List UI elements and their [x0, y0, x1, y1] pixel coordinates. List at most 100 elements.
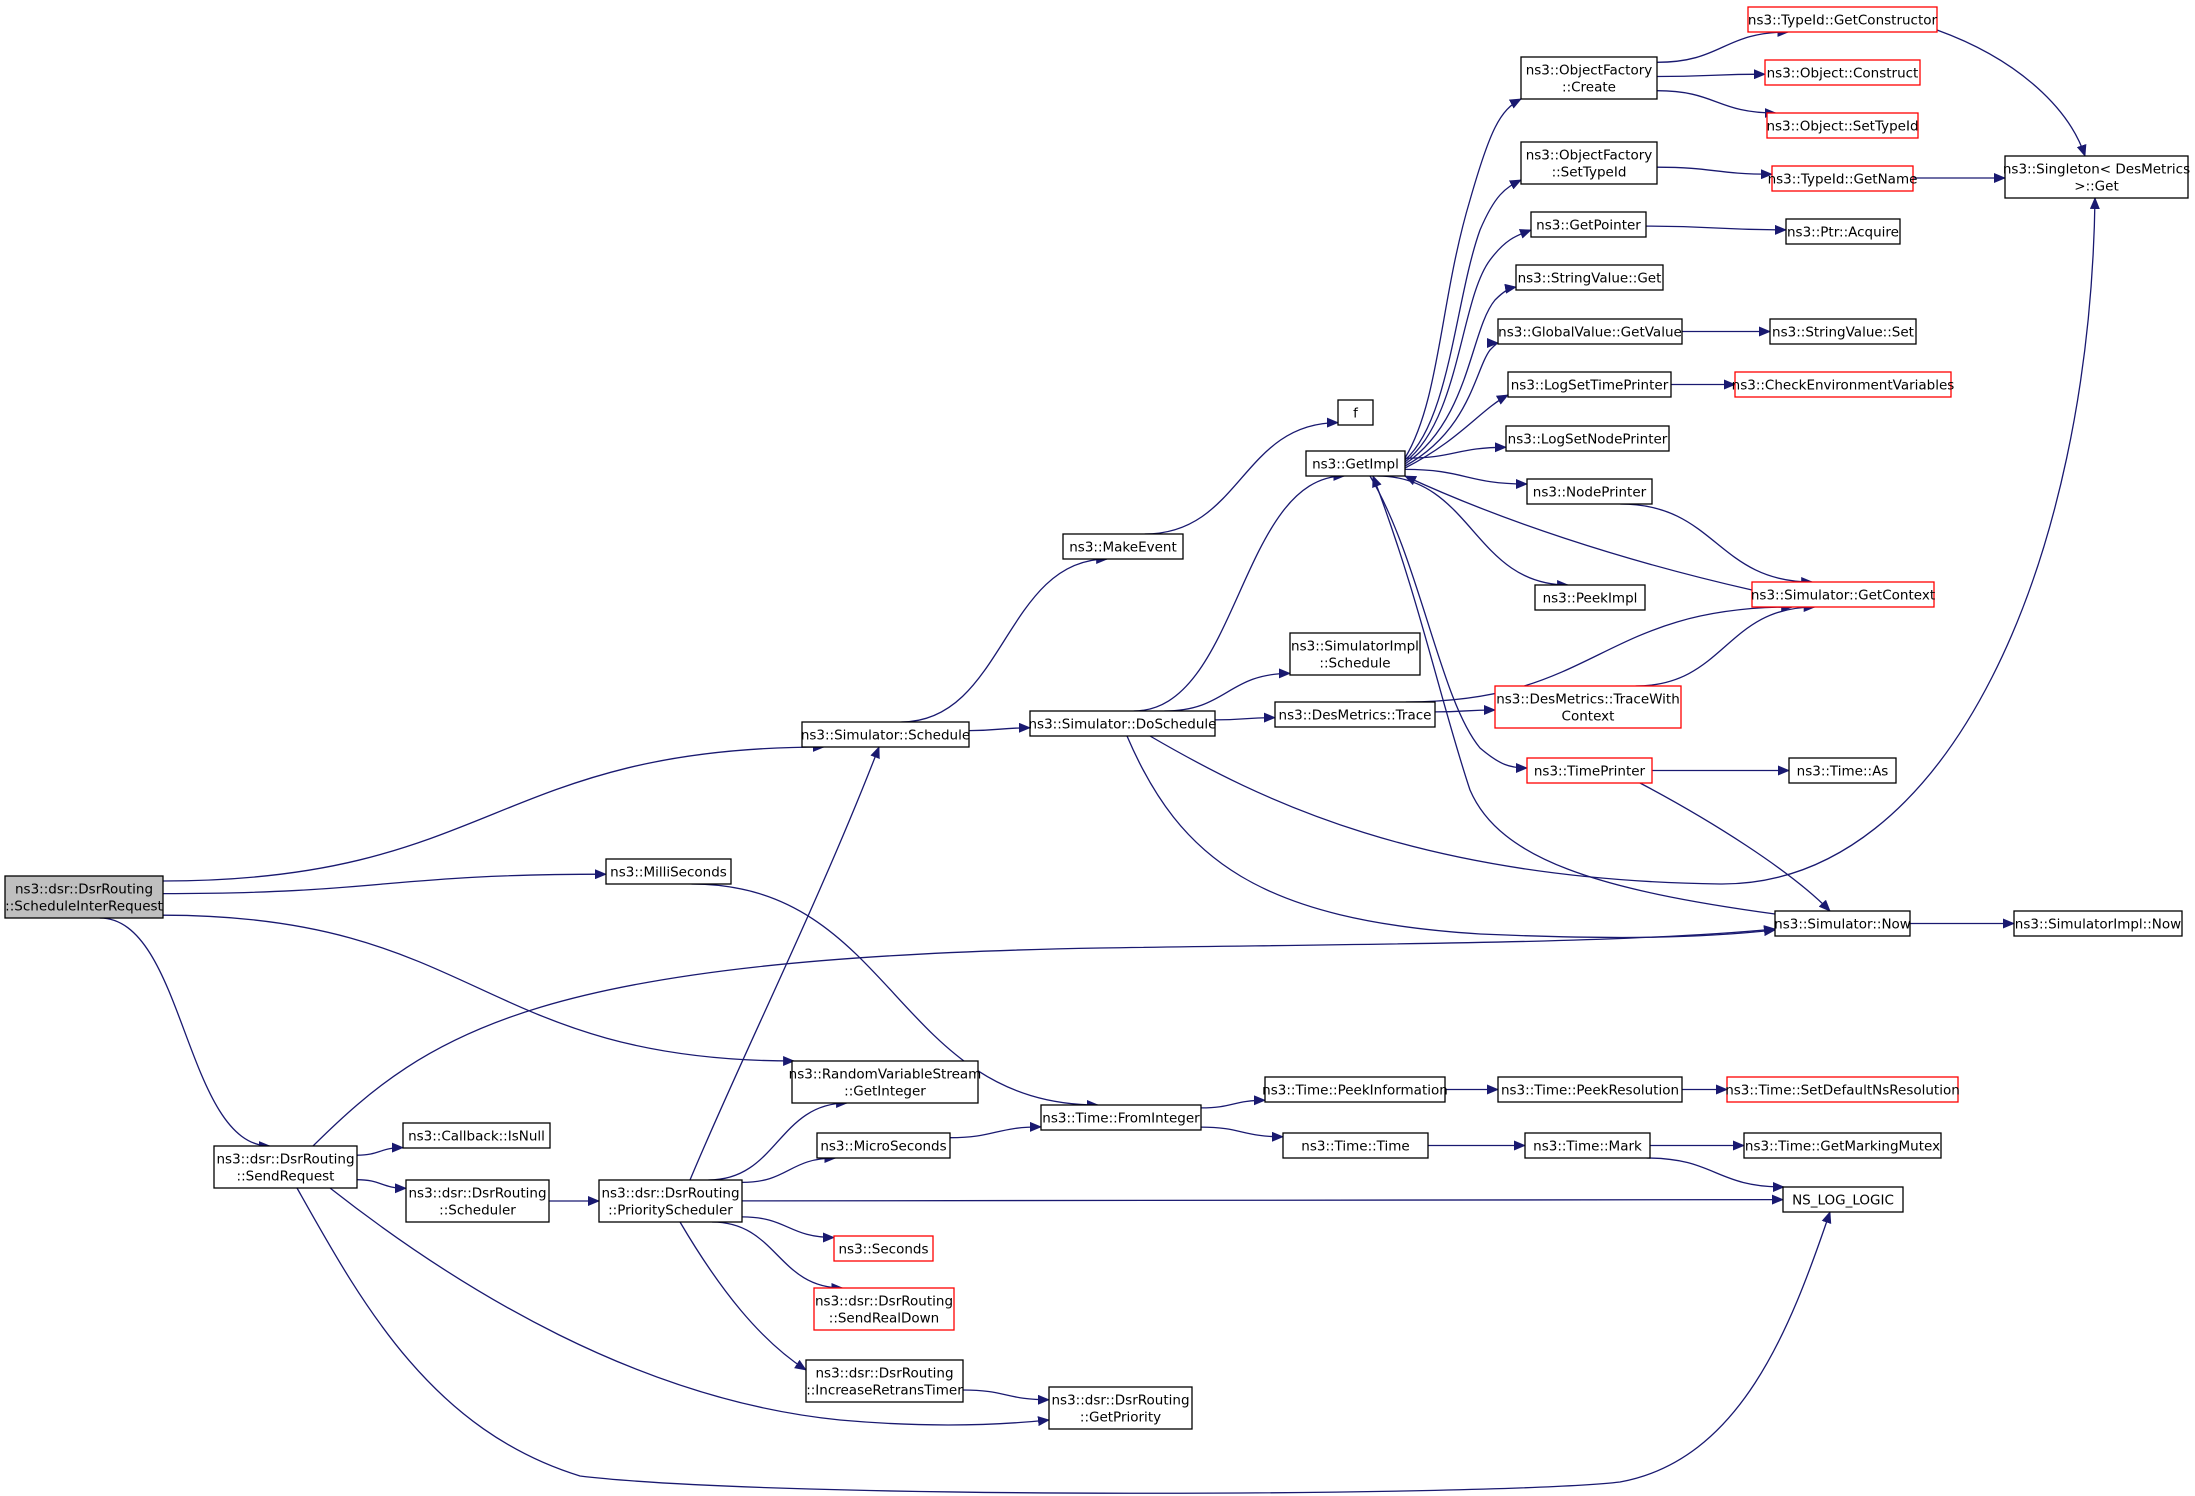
node-box[interactable] — [1282, 1132, 1429, 1159]
node-box[interactable] — [1726, 1076, 1959, 1103]
node-box[interactable] — [1734, 371, 1952, 398]
node-box[interactable] — [1305, 450, 1406, 477]
node-box[interactable] — [1494, 685, 1682, 729]
node-global-value-get-value[interactable]: ns3::GlobalValue::GetValue — [1497, 318, 1683, 345]
node-box[interactable] — [2004, 155, 2189, 199]
node-send-real-down[interactable]: ns3::dsr::DsrRouting::SendRealDown — [813, 1287, 955, 1331]
node-f[interactable]: f — [1337, 399, 1374, 426]
node-priority-scheduler[interactable]: ns3::dsr::DsrRouting::PriorityScheduler — [598, 1179, 743, 1223]
node-seconds[interactable]: ns3::Seconds — [833, 1235, 934, 1262]
node-time-get-marking-mutex[interactable]: ns3::Time::GetMarkingMutex — [1743, 1132, 1942, 1159]
node-get-impl[interactable]: ns3::GetImpl — [1305, 450, 1406, 477]
node-box[interactable] — [1526, 478, 1653, 505]
node-box[interactable] — [1785, 218, 1901, 245]
node-time-from-integer[interactable]: ns3::Time::FromInteger — [1040, 1104, 1202, 1131]
node-simulator-impl-now[interactable]: ns3::SimulatorImpl::Now — [2013, 910, 2183, 937]
node-log-set-node-printer[interactable]: ns3::LogSetNodePrinter — [1505, 425, 1670, 452]
node-box[interactable] — [405, 1179, 550, 1223]
node-ptr-acquire[interactable]: ns3::Ptr::Acquire — [1785, 218, 1901, 245]
node-log-set-time-printer[interactable]: ns3::LogSetTimePrinter — [1507, 371, 1672, 398]
node-object-factory-create[interactable]: ns3::ObjectFactory::Create — [1520, 56, 1658, 100]
node-box[interactable] — [1520, 56, 1658, 100]
node-des-metrics-trace[interactable]: ns3::DesMetrics::Trace — [1274, 701, 1436, 728]
node-peek-impl[interactable]: ns3::PeekImpl — [1534, 584, 1646, 611]
node-box[interactable] — [791, 1060, 979, 1104]
node-box[interactable] — [1769, 318, 1917, 345]
node-simulator-schedule[interactable]: ns3::Simulator::Schedule — [801, 721, 970, 748]
node-increase-retrans-timer[interactable]: ns3::dsr::DsrRouting::IncreaseRetransTim… — [805, 1359, 964, 1403]
node-singleton-get[interactable]: ns3::Singleton< DesMetrics >::Get — [2003, 155, 2190, 199]
node-ns-log-logic[interactable]: NS_LOG_LOGIC — [1782, 1186, 1904, 1213]
node-rvs-get-integer[interactable]: ns3::RandomVariableStream::GetInteger — [789, 1060, 982, 1104]
node-box[interactable] — [1764, 59, 1921, 86]
node-box[interactable] — [1040, 1104, 1202, 1131]
node-box[interactable] — [1505, 425, 1670, 452]
node-box[interactable] — [213, 1145, 358, 1189]
node-type-id-get-constructor[interactable]: ns3::TypeId::GetConstructor — [1747, 6, 1938, 33]
node-box[interactable] — [598, 1179, 743, 1223]
node-make-event[interactable]: ns3::MakeEvent — [1062, 533, 1184, 560]
node-box[interactable] — [1530, 211, 1647, 238]
node-string-value-set[interactable]: ns3::StringValue::Set — [1769, 318, 1917, 345]
node-box[interactable] — [1507, 371, 1672, 398]
node-box[interactable] — [805, 1359, 964, 1403]
node-box[interactable] — [1774, 910, 1911, 937]
node-box[interactable] — [1743, 1132, 1942, 1159]
node-box[interactable] — [1526, 757, 1653, 784]
node-box[interactable] — [1534, 584, 1646, 611]
node-box[interactable] — [1788, 757, 1897, 784]
node-do-schedule[interactable]: ns3::Simulator::DoSchedule — [1029, 710, 1217, 737]
node-simulator-get-context[interactable]: ns3::Simulator::GetContext — [1751, 581, 1935, 608]
node-box[interactable] — [1497, 318, 1683, 345]
node-time-peek-information[interactable]: ns3::Time::PeekInformation — [1262, 1076, 1448, 1103]
node-simulator-impl-schedule[interactable]: ns3::SimulatorImpl::Schedule — [1289, 632, 1421, 676]
node-box[interactable] — [1264, 1076, 1446, 1103]
node-type-id-get-name[interactable]: ns3::TypeId::GetName — [1768, 165, 1918, 192]
node-milliseconds[interactable]: ns3::MilliSeconds — [605, 858, 732, 885]
node-box[interactable] — [1524, 1132, 1651, 1159]
node-box[interactable] — [1751, 581, 1935, 608]
node-box[interactable] — [813, 1287, 955, 1331]
node-box[interactable] — [801, 721, 970, 748]
node-box[interactable] — [4, 875, 164, 919]
node-schedule-inter-request[interactable]: ns3::dsr::DsrRouting::ScheduleInterReque… — [4, 875, 164, 919]
node-time-set-default-ns-resolution[interactable]: ns3::Time::SetDefaultNsResolution — [1725, 1076, 1960, 1103]
node-object-set-type-id[interactable]: ns3::Object::SetTypeId — [1766, 112, 1919, 139]
node-get-pointer[interactable]: ns3::GetPointer — [1530, 211, 1647, 238]
node-box[interactable] — [1029, 710, 1216, 737]
node-box[interactable] — [1048, 1386, 1193, 1430]
node-get-priority[interactable]: ns3::dsr::DsrRouting::GetPriority — [1048, 1386, 1193, 1430]
node-box[interactable] — [1747, 6, 1938, 33]
node-box[interactable] — [1289, 632, 1421, 676]
node-send-request[interactable]: ns3::dsr::DsrRouting::SendRequest — [213, 1145, 358, 1189]
node-time-mark[interactable]: ns3::Time::Mark — [1524, 1132, 1651, 1159]
node-box[interactable] — [1520, 141, 1658, 185]
node-microseconds[interactable]: ns3::MicroSeconds — [816, 1132, 951, 1159]
node-callback-is-null[interactable]: ns3::Callback::IsNull — [402, 1122, 551, 1149]
node-object-factory-set-type-id[interactable]: ns3::ObjectFactory::SetTypeId — [1520, 141, 1658, 185]
node-box[interactable] — [833, 1235, 934, 1262]
node-node-printer[interactable]: ns3::NodePrinter — [1526, 478, 1653, 505]
node-box[interactable] — [1771, 165, 1914, 192]
node-string-value-get[interactable]: ns3::StringValue::Get — [1515, 264, 1664, 291]
node-time-as[interactable]: ns3::Time::As — [1788, 757, 1897, 784]
node-time-peek-resolution[interactable]: ns3::Time::PeekResolution — [1497, 1076, 1683, 1103]
node-box[interactable] — [1062, 533, 1184, 560]
node-simulator-now[interactable]: ns3::Simulator::Now — [1774, 910, 1911, 937]
node-box[interactable] — [1274, 701, 1436, 728]
node-box[interactable] — [402, 1122, 551, 1149]
node-time-time[interactable]: ns3::Time::Time — [1282, 1132, 1429, 1159]
node-dsr-scheduler[interactable]: ns3::dsr::DsrRouting::Scheduler — [405, 1179, 550, 1223]
node-check-environment-variables[interactable]: ns3::CheckEnvironmentVariables — [1732, 371, 1955, 398]
node-box[interactable] — [1497, 1076, 1683, 1103]
node-box[interactable] — [1515, 264, 1664, 291]
node-box[interactable] — [2013, 910, 2183, 937]
node-box[interactable] — [1337, 399, 1374, 426]
node-time-printer[interactable]: ns3::TimePrinter — [1526, 757, 1653, 784]
node-box[interactable] — [1766, 112, 1919, 139]
node-box[interactable] — [816, 1132, 951, 1159]
node-box[interactable] — [1782, 1186, 1904, 1213]
node-box[interactable] — [605, 858, 732, 885]
node-object-construct[interactable]: ns3::Object::Construct — [1764, 59, 1921, 86]
